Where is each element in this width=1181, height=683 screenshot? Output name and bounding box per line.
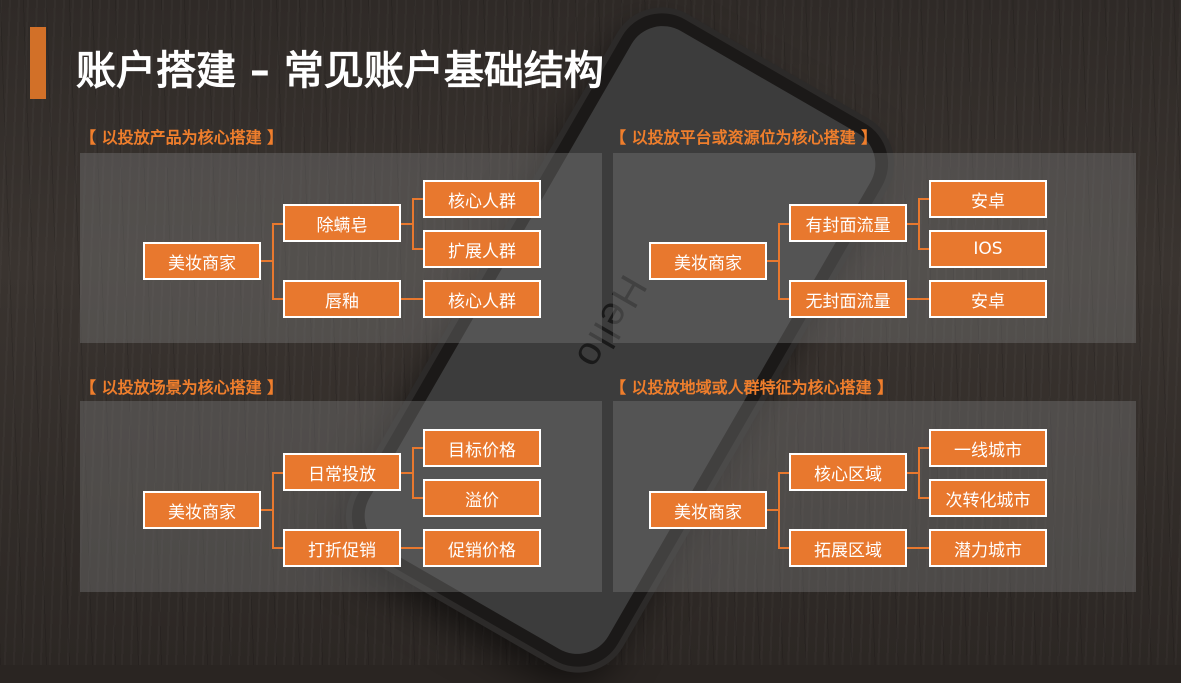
connector [412, 248, 424, 250]
connector [272, 472, 284, 474]
branch-node: 唇釉 [283, 280, 401, 318]
connector [918, 198, 920, 249]
section-panel-platform: 美妆商家 有封面流量 无封面流量 安卓 IOS 安卓 [613, 153, 1136, 343]
connector [918, 447, 920, 498]
connector [918, 447, 930, 449]
page-title: 账户搭建 – 常见账户基础结构 [76, 48, 604, 94]
title-accent-bar [30, 27, 46, 99]
branch-node: 核心区域 [789, 453, 907, 491]
branch-node: 拓展区域 [789, 529, 907, 567]
connector [272, 223, 274, 299]
leaf-node: 次转化城市 [929, 479, 1047, 517]
branch-node: 有封面流量 [789, 204, 907, 242]
leaf-node: 促销价格 [423, 529, 541, 567]
branch-node: 日常投放 [283, 453, 401, 491]
connector [778, 547, 790, 549]
leaf-node: 扩展人群 [423, 230, 541, 268]
root-node: 美妆商家 [649, 491, 767, 529]
connector [918, 248, 930, 250]
connector [412, 497, 424, 499]
connector [412, 447, 424, 449]
leaf-node: IOS [929, 230, 1047, 268]
connector [907, 298, 931, 300]
connector [778, 298, 790, 300]
connector [412, 447, 414, 498]
leaf-node: 目标价格 [423, 429, 541, 467]
branch-node: 无封面流量 [789, 280, 907, 318]
branch-node: 除螨皂 [283, 204, 401, 242]
leaf-node: 核心人群 [423, 280, 541, 318]
connector [401, 472, 413, 474]
connector [272, 223, 284, 225]
connector [918, 497, 930, 499]
connector [401, 223, 413, 225]
connector [907, 472, 919, 474]
connector [778, 472, 790, 474]
connector [767, 509, 779, 511]
root-node: 美妆商家 [143, 491, 261, 529]
root-node: 美妆商家 [143, 242, 261, 280]
branch-node: 打折促销 [283, 529, 401, 567]
connector [261, 260, 273, 262]
connector [412, 198, 424, 200]
leaf-node: 一线城市 [929, 429, 1047, 467]
connector [918, 198, 930, 200]
leaf-node: 溢价 [423, 479, 541, 517]
connector [778, 472, 780, 548]
connector [272, 472, 274, 548]
connector [778, 223, 790, 225]
connector [907, 547, 931, 549]
connector [412, 198, 414, 249]
connector [401, 298, 425, 300]
leaf-node: 安卓 [929, 180, 1047, 218]
connector [272, 298, 284, 300]
section-label-product: 【 以投放产品为核心搭建 】 [80, 128, 284, 147]
section-panel-region: 美妆商家 核心区域 拓展区域 一线城市 次转化城市 潜力城市 [613, 401, 1136, 592]
leaf-node: 安卓 [929, 280, 1047, 318]
section-label-region: 【 以投放地域或人群特征为核心搭建 】 [610, 378, 894, 397]
leaf-node: 潜力城市 [929, 529, 1047, 567]
section-label-platform: 【 以投放平台或资源位为核心搭建 】 [610, 128, 878, 147]
section-panel-scene: 美妆商家 日常投放 打折促销 目标价格 溢价 促销价格 [80, 401, 602, 592]
connector [907, 223, 919, 225]
leaf-node: 核心人群 [423, 180, 541, 218]
connector [778, 223, 780, 299]
section-label-scene: 【 以投放场景为核心搭建 】 [80, 378, 284, 397]
root-node: 美妆商家 [649, 242, 767, 280]
connector [272, 547, 284, 549]
connector [401, 547, 425, 549]
section-panel-product: 美妆商家 除螨皂 唇釉 核心人群 扩展人群 核心人群 [80, 153, 602, 343]
connector [261, 509, 273, 511]
connector [767, 260, 779, 262]
